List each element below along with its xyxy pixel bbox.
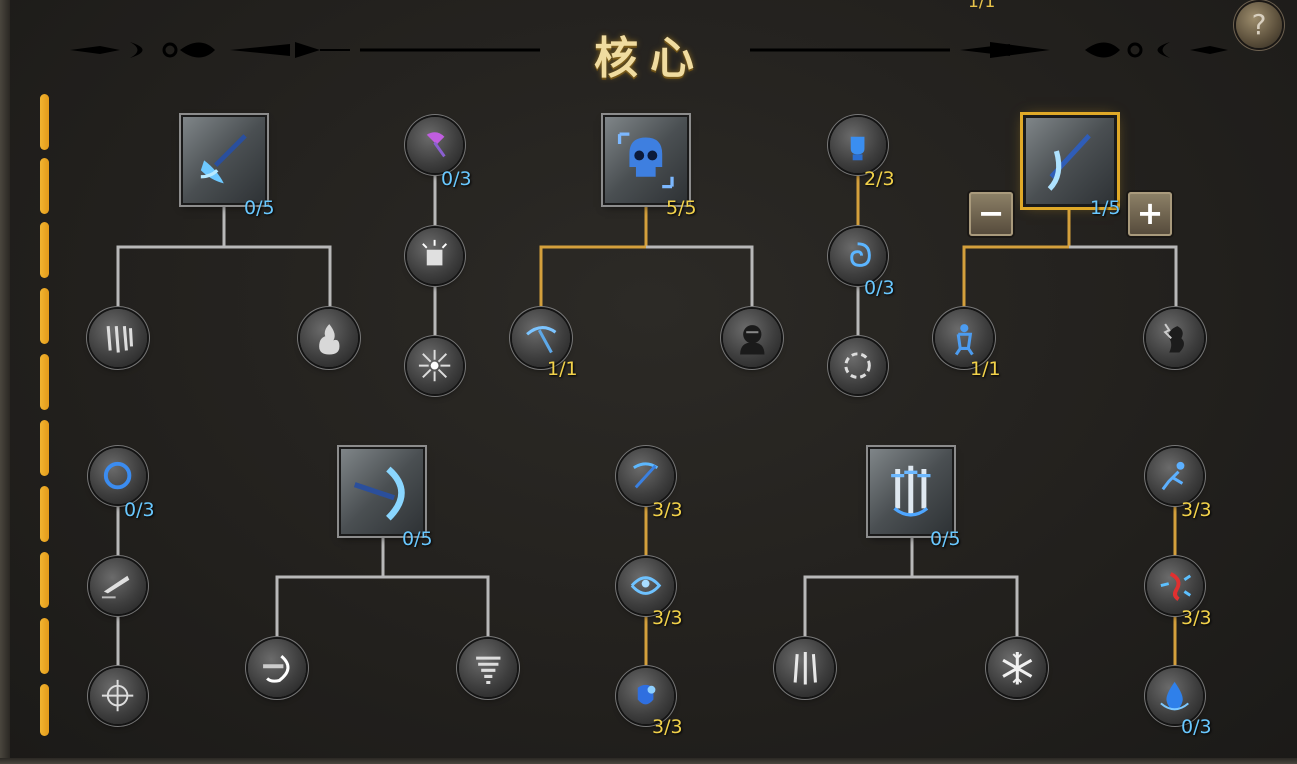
skill-points: 0/5 [930, 528, 961, 550]
skill-pickaxe[interactable] [512, 309, 570, 367]
skill-points: 1/1 [547, 358, 578, 380]
rail-segment [40, 618, 49, 674]
frame-bottom-border [0, 758, 1297, 764]
skill-crosshair[interactable] [90, 668, 146, 724]
blue-triple-sword-icon [891, 465, 931, 517]
skill-blue-warrior[interactable] [935, 309, 993, 367]
skill-points: 0/5 [244, 197, 275, 219]
skill-sweep-blade[interactable] [341, 449, 423, 534]
blue-ring-icon [104, 462, 132, 490]
blue-charge-figure-icon [631, 576, 662, 596]
gray-sword-rain-icon [793, 651, 817, 685]
skill-piercing-blade[interactable] [1026, 118, 1114, 204]
skill-raised-fist[interactable] [830, 117, 886, 173]
skill-points: 0/3 [124, 499, 155, 521]
skill-points: 0/5 [402, 528, 433, 550]
rail-segment [40, 158, 49, 214]
gray-fist-impact-icon [422, 240, 448, 266]
skill-leap-figure[interactable] [1147, 448, 1203, 504]
rail-segment [40, 354, 49, 410]
skill-charge-figure[interactable] [618, 558, 674, 614]
skill-flame-rise[interactable] [300, 309, 358, 367]
skill-points: 3/3 [1181, 607, 1212, 629]
gray-snowflake-icon [1002, 651, 1032, 685]
rail-segment [40, 420, 49, 476]
decrease-points-button[interactable]: − [969, 192, 1013, 236]
gray-star-ring-icon [844, 352, 872, 380]
skill-water-drop[interactable] [1147, 668, 1203, 724]
skill-points: 2/3 [864, 168, 895, 190]
blue-pickaxe-icon [525, 325, 557, 353]
skill-blade-wave[interactable] [183, 117, 265, 203]
blue-skull-icon [618, 132, 674, 188]
skill-points: 1/5 [1090, 197, 1121, 219]
skill-points: 3/3 [652, 716, 683, 738]
skill-lightning-figure[interactable] [1146, 309, 1204, 367]
skill-crushing-fist[interactable] [407, 228, 463, 284]
gray-masked-head-icon [739, 324, 765, 355]
skill-crossbow[interactable] [618, 448, 674, 504]
gray-lightning-figure-icon [1163, 323, 1184, 353]
title-ornament-right [750, 42, 1228, 58]
skill-red-burst[interactable] [1147, 558, 1203, 614]
gray-spin-slash-icon [262, 654, 290, 683]
gray-whirlwind-icon [475, 656, 501, 684]
skill-points: 3/3 [652, 499, 683, 521]
rail-segment [40, 684, 49, 736]
blue-piercing-blade-icon [1047, 133, 1091, 191]
rail-segment [40, 552, 49, 608]
rail-segment [40, 222, 49, 278]
skill-points: 3/3 [1181, 499, 1212, 521]
gray-flame-icon [318, 323, 340, 355]
skill-blue-ring[interactable] [90, 448, 146, 504]
skill-triple-sword[interactable] [870, 449, 952, 534]
rail-segment [40, 288, 49, 344]
page-title: 核心 [594, 33, 706, 84]
blue-crossbow-icon [633, 462, 659, 489]
skill-spin-slash[interactable] [248, 639, 306, 697]
skill-points: 0/3 [441, 168, 472, 190]
skill-sword-rain[interactable] [776, 639, 834, 697]
blue-water-drop-icon [1160, 682, 1190, 711]
skill-points: 0/3 [864, 277, 895, 299]
top-counter: 1/1 [968, 0, 996, 12]
rail-segment [40, 486, 49, 542]
gray-crosshair-icon [102, 680, 134, 712]
purple-axe-icon [427, 132, 446, 158]
blue-sweep-blade-icon [354, 466, 405, 521]
skill-dash-blade[interactable] [90, 558, 146, 614]
skill-snowflake[interactable] [988, 639, 1046, 697]
rail-segment [40, 94, 49, 150]
skill-points: 0/3 [1181, 716, 1212, 738]
frame-left-border [0, 0, 10, 764]
skill-skull-mark[interactable] [605, 117, 687, 203]
red-blue-burst-icon [1160, 572, 1192, 602]
skill-points: 3/3 [652, 607, 683, 629]
blue-sword-slash-icon [200, 133, 247, 183]
blue-leaping-figure-icon [1162, 462, 1185, 491]
skill-vortex[interactable] [830, 228, 886, 284]
blue-vortex-icon [850, 242, 872, 268]
skill-arcane-axe[interactable] [407, 117, 463, 173]
blue-warrior-icon [954, 323, 974, 356]
skill-star-ring[interactable] [830, 338, 886, 394]
gray-claw-marks-icon [106, 325, 133, 353]
blue-raised-fist-icon [851, 137, 865, 161]
gray-shatter-burst-icon [419, 350, 451, 382]
help-button[interactable]: ? [1236, 2, 1282, 48]
title-ornament-left [70, 42, 540, 58]
blue-shield-bash-icon [638, 685, 656, 705]
gray-dash-blade-icon [102, 576, 130, 599]
skill-masked-warrior[interactable] [723, 309, 781, 367]
skill-shatter-burst[interactable] [407, 338, 463, 394]
increase-points-button[interactable]: + [1128, 192, 1172, 236]
skill-points: 1/1 [970, 358, 1001, 380]
skill-points: 5/5 [666, 197, 697, 219]
skill-claw-rake[interactable] [89, 309, 147, 367]
skill-shield-bash[interactable] [618, 668, 674, 724]
skill-whirlwind[interactable] [459, 639, 517, 697]
